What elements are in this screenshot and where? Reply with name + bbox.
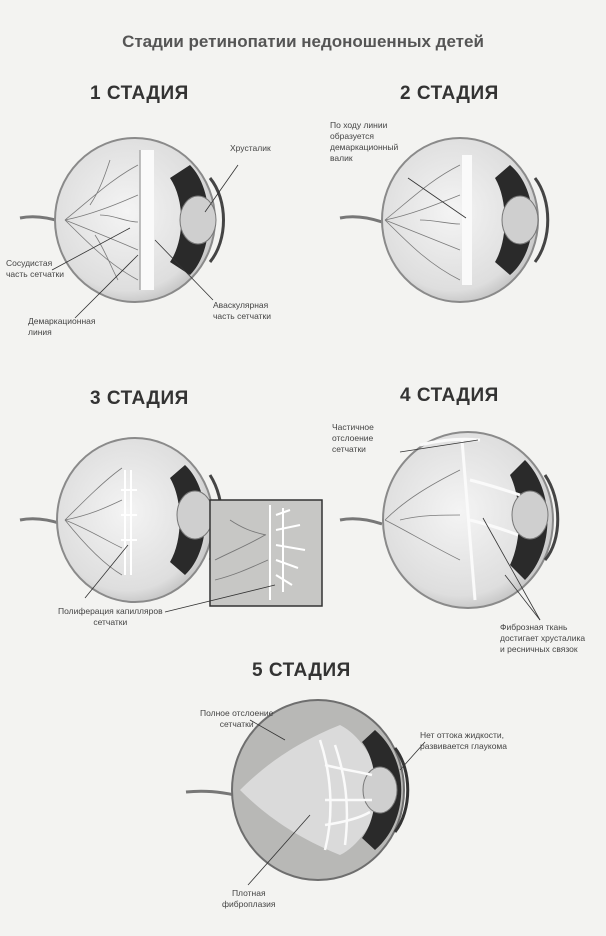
label-glaucoma: Нет оттока жидкости, развивается глауком… (420, 730, 507, 752)
lens (177, 491, 213, 539)
stage-3-zoom-inset (210, 500, 322, 606)
stage-3-eye (20, 438, 222, 602)
label-fibrous-tissue: Фиброзная ткань достигает хрусталика и р… (500, 622, 585, 655)
label-full-detachment: Полное отслоение сетчатки (200, 708, 273, 730)
stage-4-eye (340, 432, 558, 608)
optic-nerve (340, 217, 382, 222)
demarcation-ridge (462, 155, 472, 285)
optic-nerve (186, 791, 235, 795)
label-capillary-proliferation: Полиферация капилляров сетчатки (58, 606, 163, 628)
optic-nerve (20, 519, 62, 524)
lens (512, 491, 548, 539)
lens (180, 196, 216, 244)
label-avascular-retina: Аваскулярная часть сетчатки (213, 300, 271, 322)
label-partial-detachment: Частичное отслоение сетчатки (332, 422, 374, 455)
optic-nerve (340, 519, 382, 524)
label-vascular-retina: Сосудистая часть сетчатки (6, 258, 64, 280)
avascular-zone (140, 150, 154, 290)
label-fibroplasia: Плотная фиброплазия (222, 888, 276, 910)
lens (502, 196, 538, 244)
label-lens: Хрусталик (230, 143, 271, 154)
label-demarcation-line: Демаркационная линия (28, 316, 95, 338)
label-demarcation-ridge: По ходу линии образуется демаркационный … (330, 120, 398, 164)
